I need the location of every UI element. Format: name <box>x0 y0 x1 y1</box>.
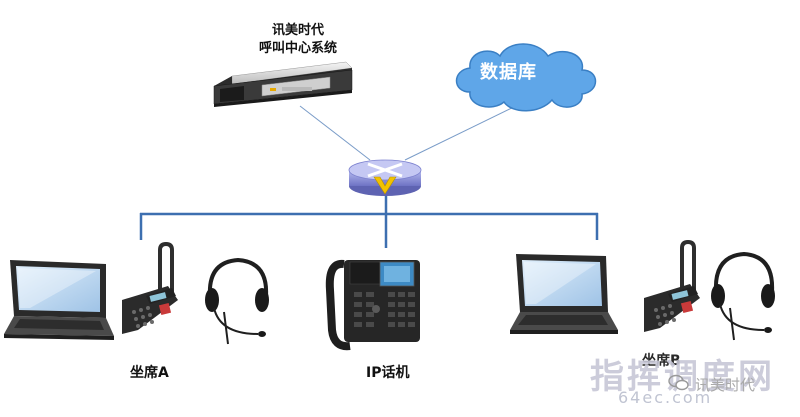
watermark-brand: 讯美时代 <box>695 376 756 394</box>
watermark-site-url: 64ec.com <box>618 388 713 407</box>
server-title-line1: 讯美时代 <box>271 23 324 38</box>
headset-b <box>711 251 775 341</box>
headset-a <box>205 257 269 345</box>
call-center-server <box>213 61 353 107</box>
ip-phone-device <box>325 259 420 351</box>
database-label: 数据库 <box>480 62 537 83</box>
seat-a-label: 坐席A <box>130 365 169 381</box>
desk-phone-a <box>122 241 178 334</box>
laptop-b <box>510 254 618 334</box>
wechat-icon <box>668 374 689 391</box>
laptop-a <box>4 260 114 340</box>
ip-phone-label: IP话机 <box>366 365 410 381</box>
server-title: 讯美时代 呼叫中心系统 <box>228 22 368 58</box>
bus-line <box>139 212 599 240</box>
server-title-line2: 呼叫中心系统 <box>258 41 337 56</box>
seat-b-label: 坐席B <box>642 353 681 369</box>
link-database-router <box>404 103 521 161</box>
desk-phone-b <box>644 239 700 332</box>
link-server-router <box>299 105 371 161</box>
database-cloud <box>455 43 597 112</box>
router-icon <box>348 159 422 196</box>
